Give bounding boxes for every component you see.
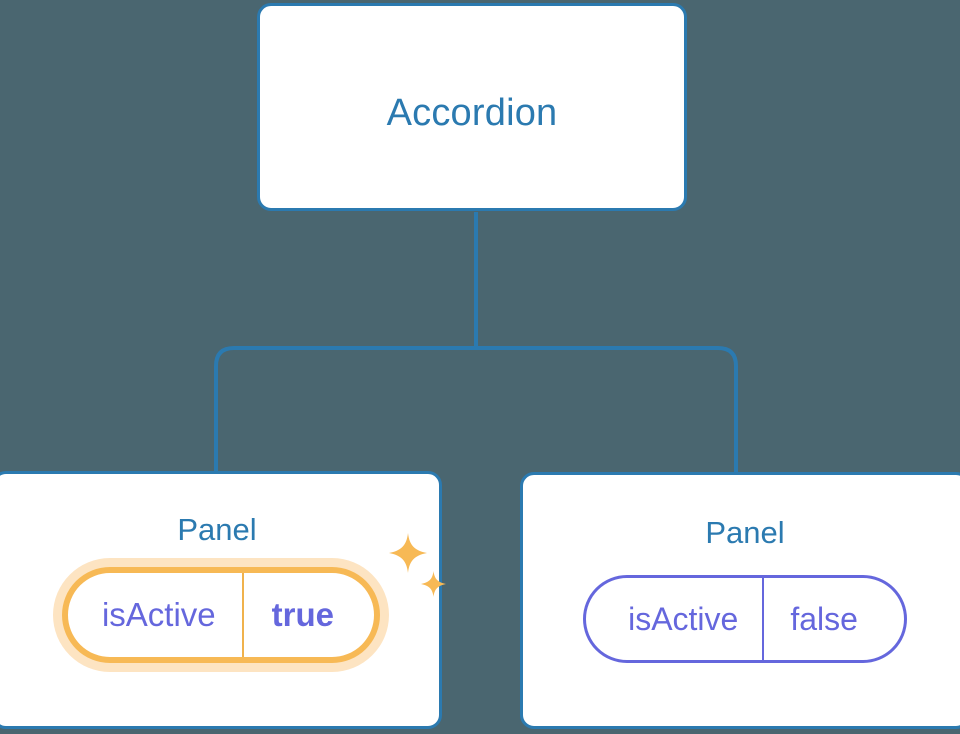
connector-branch-bus: [214, 346, 738, 472]
prop-value-label: false: [790, 600, 858, 637]
prop-value-label: true: [271, 596, 335, 633]
prop-pill-inactive-wrapper: isActive false: [583, 575, 907, 663]
prop-pill-isactive-true[interactable]: isActive true: [61, 567, 381, 663]
node-accordion-label: Accordion: [386, 92, 558, 134]
prop-pill-isactive-false[interactable]: isActive false: [583, 575, 907, 663]
node-panel-inactive[interactable]: Panel isActive false: [520, 472, 960, 729]
node-panel-active-label: Panel: [177, 512, 257, 547]
sparkle-small-icon: [421, 571, 447, 597]
prop-key-label: isActive: [586, 578, 765, 660]
node-panel-active[interactable]: Panel isActive true: [0, 471, 447, 729]
node-accordion[interactable]: Accordion: [257, 3, 687, 211]
sparkle-large-icon: [389, 533, 428, 573]
prop-pill-active-wrapper: isActive true: [61, 533, 447, 663]
prop-key-label: isActive: [68, 573, 244, 657]
node-panel-inactive-label: Panel: [705, 515, 785, 550]
